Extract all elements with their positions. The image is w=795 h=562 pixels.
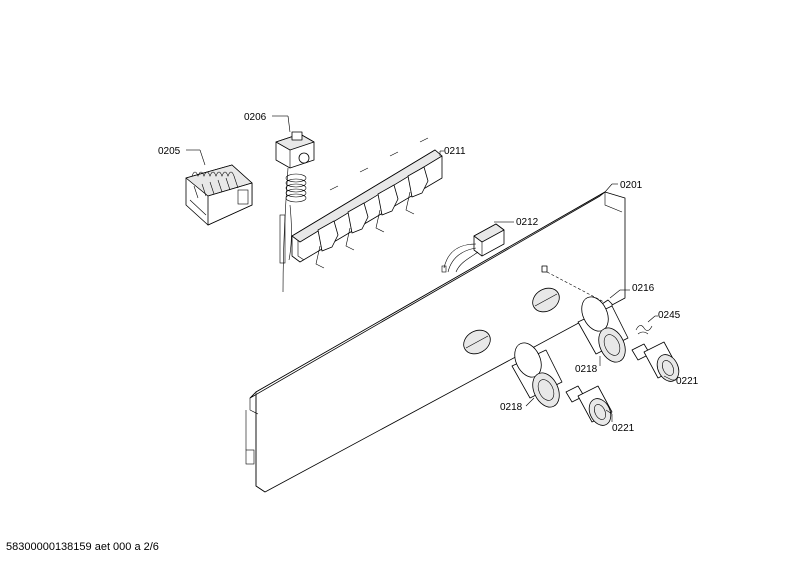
part-0218-knob-upper[interactable] [577,293,631,367]
callout-0221-lower: 0221 [612,423,635,434]
part-0201-control-panel[interactable] [245,183,626,493]
part-0218-knob-lower[interactable] [510,339,565,412]
part-0245-spring[interactable] [635,315,658,335]
callout-0245: 0245 [658,310,681,321]
callout-0218-upper: 0218 [575,364,598,375]
callout-0201: 0201 [620,180,643,191]
part-0212-terminal-block[interactable] [441,221,514,273]
callout-0212: 0212 [516,217,539,228]
part-0205-selector-switch[interactable] [185,149,253,226]
callout-0218-lower: 0218 [500,402,523,413]
part-0221-insert-lower[interactable] [565,385,615,429]
callout-0211: 0211 [444,146,466,157]
part-0206-thermostat[interactable] [272,115,315,293]
callout-0216: 0216 [632,283,655,294]
callout-0205: 0205 [158,146,181,157]
callout-0206: 0206 [244,112,267,123]
part-0221-insert-upper[interactable] [631,341,683,385]
document-code: 58300000138159 aet 000 a 2/6 [6,541,159,553]
callout-0221-upper: 0221 [676,376,699,387]
part-0211-bracket[interactable] [291,137,444,269]
